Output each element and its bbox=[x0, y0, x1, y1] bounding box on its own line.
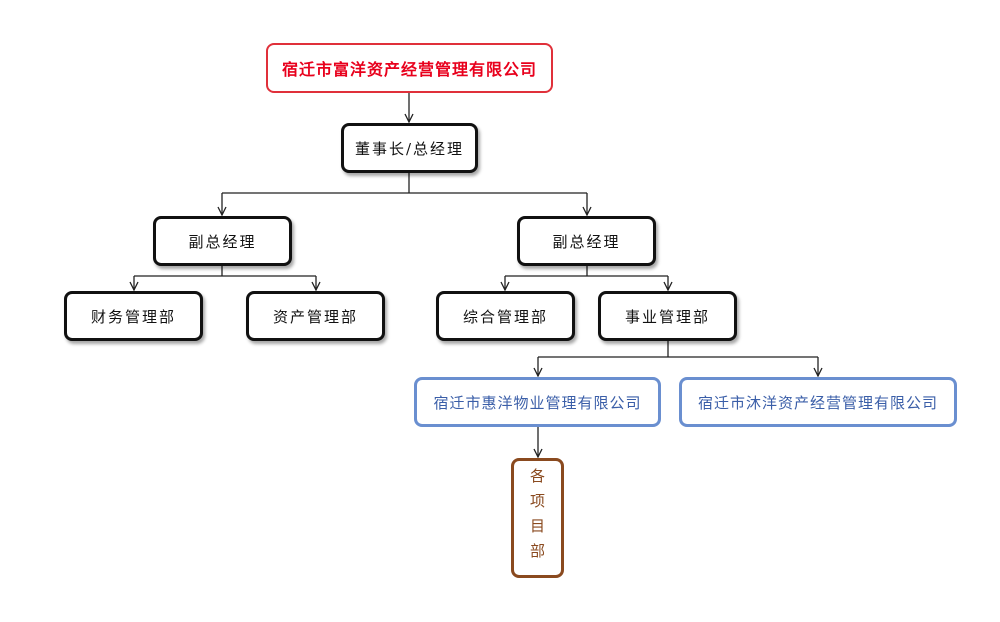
project-depts-node[interactable]: 各项目部 bbox=[511, 458, 564, 578]
company-node[interactable]: 宿迁市富洋资产经营管理有限公司 bbox=[266, 43, 553, 93]
chairman-node[interactable]: 董事长/总经理 bbox=[341, 123, 478, 173]
muyang-company-node[interactable]: 宿迁市沐洋资产经营管理有限公司 bbox=[679, 377, 957, 427]
huiyang-company-node[interactable]: 宿迁市惠洋物业管理有限公司 bbox=[414, 377, 661, 427]
general-dept-node[interactable]: 综合管理部 bbox=[436, 291, 575, 341]
vp-left-node[interactable]: 副总经理 bbox=[153, 216, 292, 266]
asset-dept-node[interactable]: 资产管理部 bbox=[246, 291, 385, 341]
finance-dept-node[interactable]: 财务管理部 bbox=[64, 291, 203, 341]
business-dept-node[interactable]: 事业管理部 bbox=[598, 291, 737, 341]
vp-right-node[interactable]: 副总经理 bbox=[517, 216, 656, 266]
